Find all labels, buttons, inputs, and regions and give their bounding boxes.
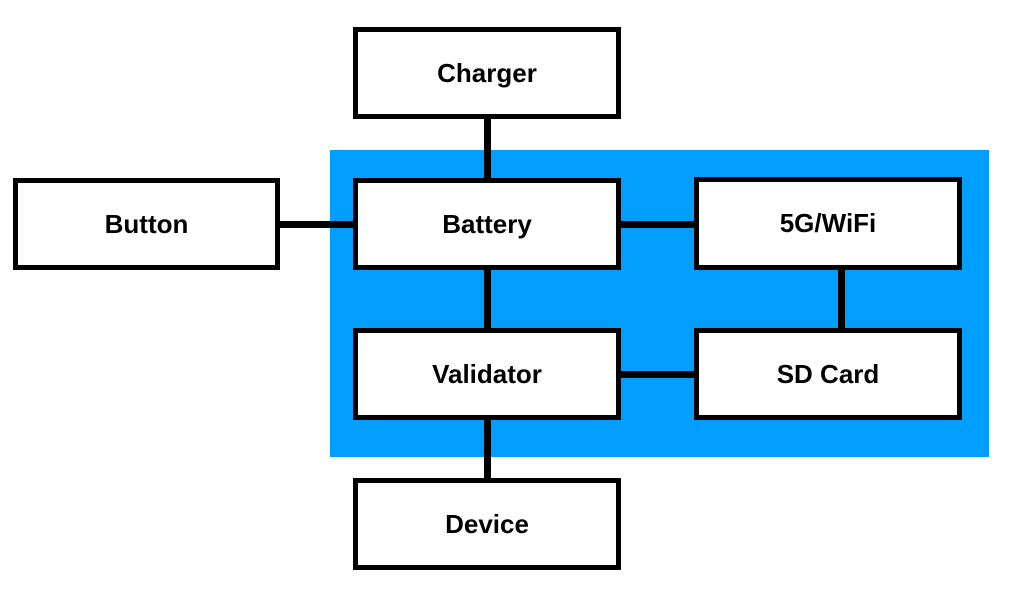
- node-sdcard-label: SD Card: [776, 358, 880, 389]
- node-battery: Battery: [353, 178, 621, 270]
- node-battery-label: Battery: [442, 208, 532, 239]
- edge-validator-sdcard: [621, 371, 696, 378]
- edge-charger-battery: [484, 118, 491, 180]
- node-wifi-label: 5G/WiFi: [779, 208, 877, 238]
- node-button: Button: [13, 178, 280, 270]
- node-device-label: Device: [445, 508, 529, 539]
- node-validator: Validator: [353, 328, 621, 420]
- edge-button-battery: [280, 221, 355, 228]
- edge-wifi-sdcard: [838, 268, 845, 330]
- node-charger: Charger: [353, 27, 621, 119]
- node-validator-label: Validator: [432, 358, 542, 389]
- node-sdcard: SD Card: [694, 328, 962, 420]
- edge-battery-wifi: [621, 221, 696, 228]
- node-charger-label: Charger: [437, 57, 537, 88]
- edge-validator-device: [484, 418, 491, 480]
- node-device: Device: [353, 478, 621, 570]
- node-button-label: Button: [104, 208, 189, 239]
- edge-battery-validator: [484, 268, 491, 330]
- node-wifi: 5G/WiFi: [694, 177, 962, 270]
